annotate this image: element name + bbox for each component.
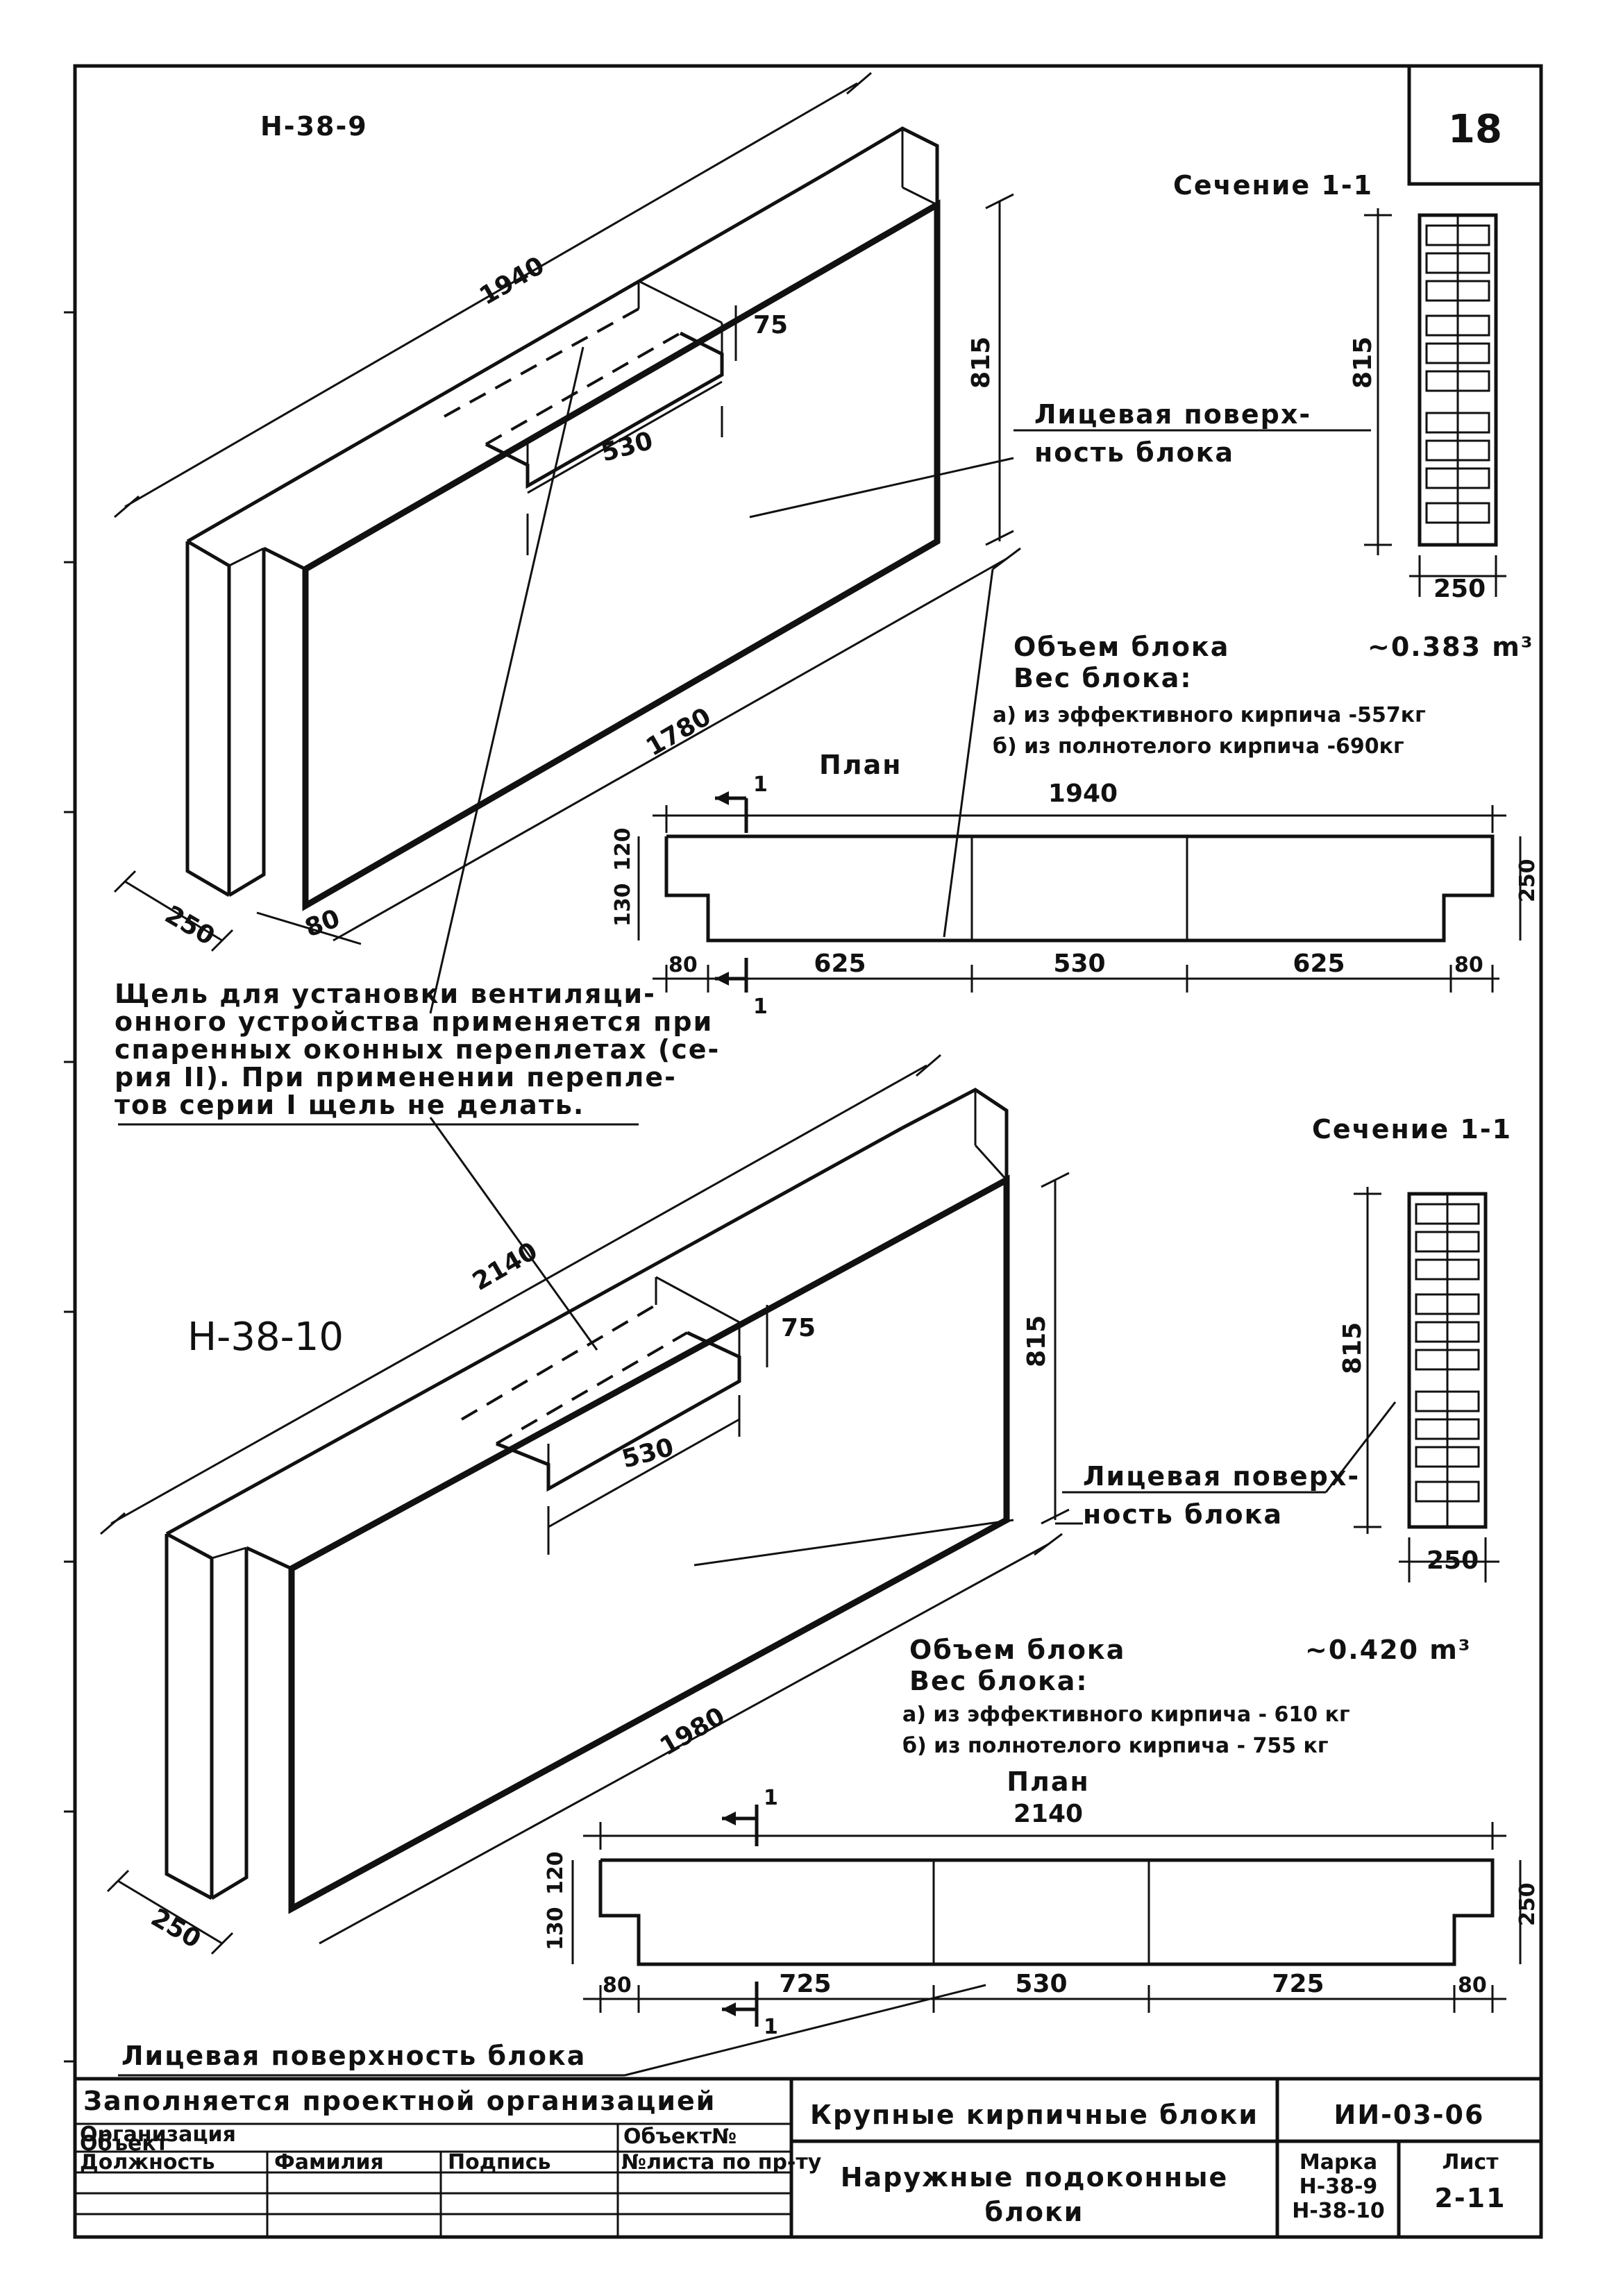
block2-section-height: 815 [1338,1322,1367,1374]
tb-organization: Организация [80,2122,236,2147]
block1-volume-value: ~0.383 m³ [1368,632,1534,662]
block2-plan-seg-1: 725 [779,1970,831,1998]
tb-mark-1: Н-38-9 [1300,2175,1378,2199]
block1-face-label-1: Лицевая поверх- [1034,399,1311,430]
title-block-grid [75,2077,1541,2237]
tb-signature: Подпись [448,2150,550,2175]
block1-cut-mark-bottom: 1 [753,995,768,1019]
block2-plan-seg-3: 725 [1272,1970,1324,1998]
block1-plan-drawing [637,791,1522,993]
block1-plan-h1: 120 [611,827,635,871]
note-line-5: тов серии I щель не делать. [115,1090,584,1120]
block1-plan-total: 1940 [1048,779,1118,808]
tb-sheet-title-1: Наружные подоконные [841,2162,1229,2193]
block1-slot-depth: 75 [753,311,788,339]
block2-plan-total: 2140 [1014,1800,1083,1828]
tb-sheet-title-2: блоки [985,2197,1084,2227]
tb-object: Объект [80,2132,169,2156]
block1-mark: Н-38-9 [260,111,368,142]
block1-plan-seg-1: 625 [814,949,866,978]
block2-mark: Н-38-10 [187,1315,344,1360]
block1-plan-seg-0: 80 [668,953,698,977]
block2-slot-depth: 75 [781,1314,816,1342]
block1-plan-title: План [819,750,902,780]
block2-section-title: Сечение 1-1 [1312,1114,1512,1145]
block1-slot-width: 530 [598,427,656,468]
block2-plan-seg-2: 530 [1015,1970,1067,1998]
block1-height: 815 [967,337,995,389]
block2-plan-drawing [571,1805,1522,2027]
tb-surname: Фамилия [274,2150,384,2175]
note-line-2: онного устройства применяется при [115,1006,713,1037]
tb-list-value: 2-11 [1434,2183,1506,2213]
block1-plan-seg-4: 80 [1454,953,1483,977]
block1-dimensions [113,71,1021,952]
block2-width: 250 [146,1903,206,1954]
block2-face-label-2: ность блока [1083,1499,1283,1530]
block2-height: 815 [1023,1315,1051,1367]
block2-volume-label: Объем блока [909,1635,1125,1665]
binding-ticks [64,311,75,2063]
tb-series-title: Крупные кирпичные блоки [810,2100,1259,2130]
block2-face-leader [693,1401,1397,1567]
note-line-3: спаренных оконных переплетах (се- [115,1034,720,1065]
block1-isometric [185,126,941,911]
note-line-1: Щель для установки вентиляци- [115,979,656,1009]
sheet-frame [73,64,1543,2239]
tb-list-label: Лист [1442,2150,1499,2175]
note-line-4: рия II). При применении перепле- [115,1062,677,1092]
block2-section-width: 250 [1427,1546,1479,1575]
block1-section-height: 815 [1349,337,1377,389]
block1-face-label-2: ность блока [1034,437,1234,468]
block2-slot-width: 530 [619,1433,677,1474]
block2-dimensions [100,1054,1070,1955]
block2-length-bottom: 1980 [655,1702,730,1762]
block1-plan-depth: 250 [1515,859,1540,902]
block2-plan-seg-4: 80 [1458,1973,1487,1998]
block1-section-drawing [1364,208,1506,597]
block1-length-top: 1940 [475,251,549,311]
block2-face-label-1: Лицевая поверх- [1083,1461,1360,1492]
block1-volume-label: Объем блока [1014,632,1229,662]
block2-bottom-face-leader [118,1984,986,2077]
slot-note-leaders [118,346,994,1351]
sheet-number-box [1407,64,1543,186]
block1-section-title: Сечение 1-1 [1173,170,1373,201]
block2-isometric [165,1088,1010,1914]
block1-plan-seg-2: 530 [1053,949,1105,978]
tb-position: Должность [80,2150,215,2175]
block2-plan-seg-0: 80 [603,1973,632,1998]
block2-volume-value: ~0.420 m³ [1305,1635,1472,1665]
block1-plan-seg-3: 625 [1293,949,1345,978]
block2-weight-b: б) из полнотелого кирпича - 755 кг [902,1734,1329,1758]
block2-plan-depth: 250 [1515,1882,1540,1926]
tb-object-no: Объект№ [623,2125,737,2149]
block1-plan-h2: 130 [611,883,635,927]
block2-cut-mark-top: 1 [764,1786,778,1810]
tb-series-code: ИИ-03-06 [1334,2100,1485,2130]
block2-face-bottom-label: Лицевая поверхность блока [121,2041,586,2071]
block1-weight-b: б) из полнотелого кирпича -690кг [993,734,1404,759]
tb-sheet-no: №листа по пр-ту [621,2150,822,2175]
block1-section-width: 250 [1433,575,1486,603]
block1-length-bottom: 1780 [641,702,716,762]
block1-face-leader [749,429,1371,518]
block2-plan-h1: 120 [544,1851,568,1895]
sheet-number: 18 [1448,107,1502,152]
block1-cut-mark-top: 1 [753,773,768,797]
block2-plan-title: План [1007,1766,1090,1797]
tb-mark-2: Н-38-10 [1292,2199,1385,2223]
block1-weight-a: а) из эффективного кирпича -557кг [993,703,1426,727]
block2-plan-h2: 130 [544,1907,568,1950]
tb-mark-label: Марка [1300,2150,1377,2175]
block2-weight-a: а) из эффективного кирпича - 610 кг [902,1703,1350,1727]
block2-cut-mark-bottom: 1 [764,2015,778,2039]
block1-weight-label: Вес блока: [1014,663,1193,693]
tb-filled-by: Заполняется проектной организацией [83,2086,716,2116]
block2-weight-label: Вес блока: [909,1666,1088,1696]
block2-section-drawing [1354,1187,1499,1582]
